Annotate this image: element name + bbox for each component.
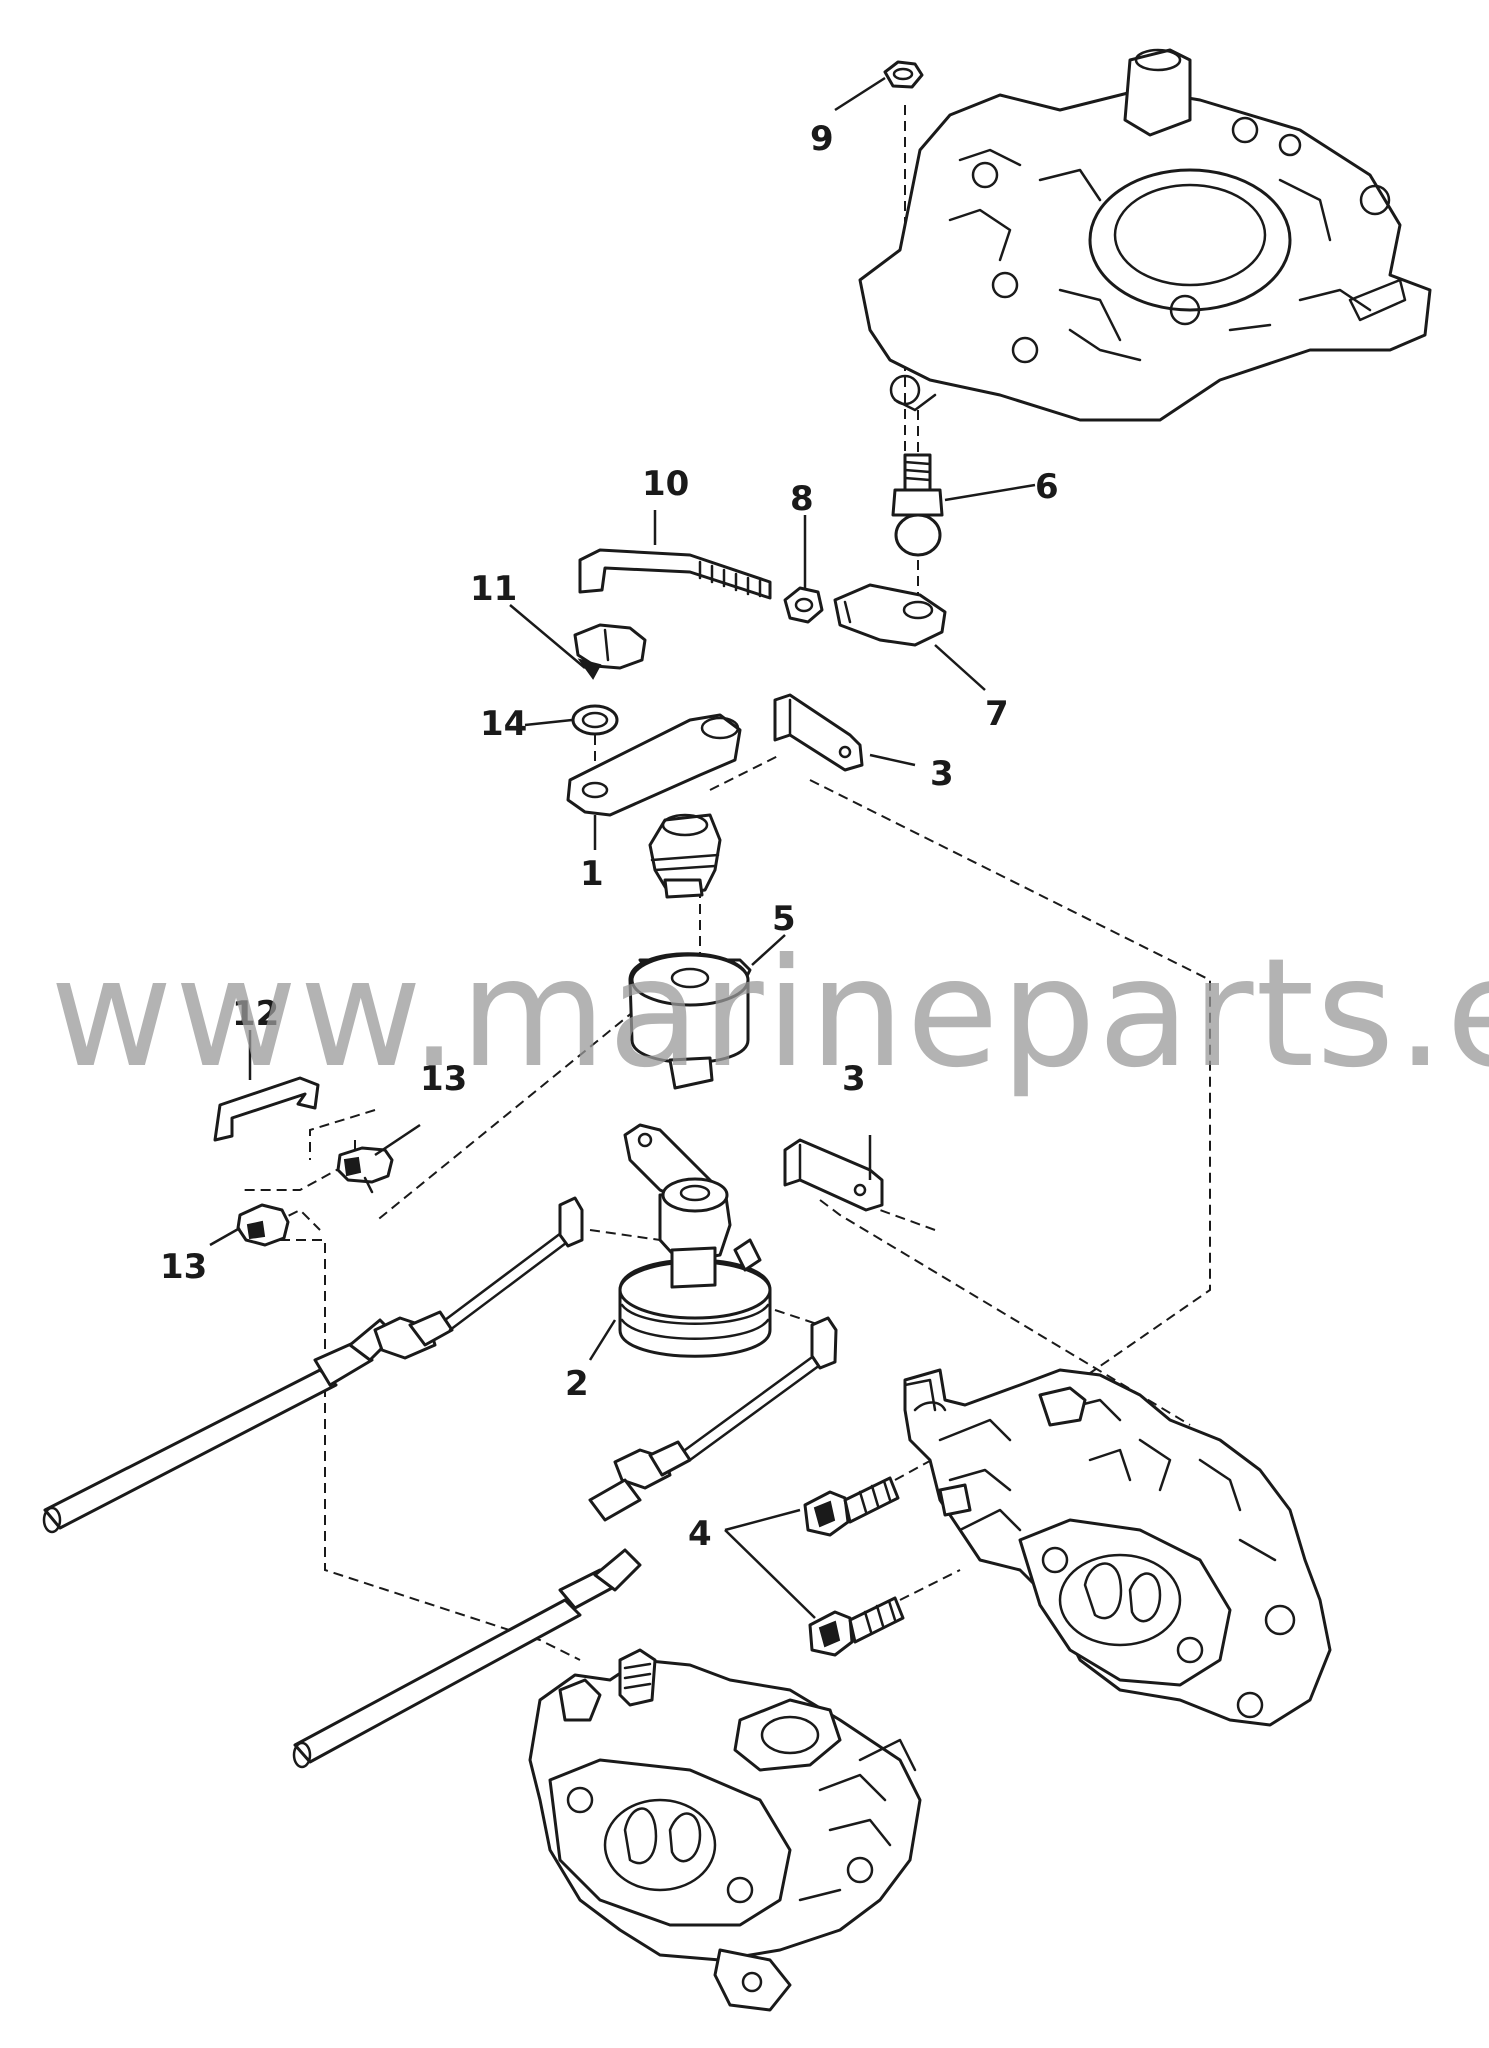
callout-3-lower: 3 xyxy=(842,1059,866,1099)
part-3-plate-lower xyxy=(783,1138,884,1212)
callout-10: 10 xyxy=(642,464,689,504)
throttle-cable-upper xyxy=(42,1196,584,1534)
part-12-clip xyxy=(213,1076,320,1142)
part-6-ball-stud xyxy=(891,453,944,557)
part-4-screw-lower xyxy=(808,1596,905,1657)
part-13-clip-left xyxy=(236,1203,290,1247)
callout-12: 12 xyxy=(232,994,279,1034)
callout-11: 11 xyxy=(470,569,517,609)
part-7-ball-joint xyxy=(833,583,947,647)
throttle-cable-lower xyxy=(292,1316,838,1769)
part-5-collar xyxy=(628,952,752,1090)
callout-14: 14 xyxy=(480,704,527,744)
part-10-rod xyxy=(578,548,772,600)
part-14-washer xyxy=(571,704,619,770)
part-11-clip xyxy=(573,623,647,680)
callout-1: 1 xyxy=(580,854,604,894)
callout-13-upper: 13 xyxy=(420,1059,467,1099)
watermark-text: www.marineparts.eu xyxy=(50,927,1489,1101)
part-3-plate-upper xyxy=(773,693,864,772)
callout-4: 4 xyxy=(688,1514,712,1554)
callout-7: 7 xyxy=(985,694,1009,734)
callout-9: 9 xyxy=(810,119,834,159)
callout-5: 5 xyxy=(772,899,796,939)
callout-2: 2 xyxy=(565,1364,589,1404)
part-13-clip-right xyxy=(336,1146,394,1194)
part-2-pulley xyxy=(618,1123,772,1358)
leader-lines xyxy=(209,76,1036,1619)
callout-3-upper: 3 xyxy=(930,754,954,794)
callout-6: 6 xyxy=(1035,467,1059,507)
bottom-carburetor xyxy=(528,1648,922,2012)
upper-housing xyxy=(858,48,1432,422)
part-8-nut xyxy=(783,586,824,624)
part-1-lever xyxy=(566,713,742,899)
callout-13-lower: 13 xyxy=(160,1247,207,1287)
part-4-screw-upper xyxy=(803,1476,900,1537)
right-bracket-assembly xyxy=(903,1368,1332,1727)
callout-8: 8 xyxy=(790,479,814,519)
callout-labels: 9 10 8 6 11 7 14 3 1 5 12 13 3 13 2 4 xyxy=(160,119,1059,1554)
part-9-nut xyxy=(883,60,924,89)
